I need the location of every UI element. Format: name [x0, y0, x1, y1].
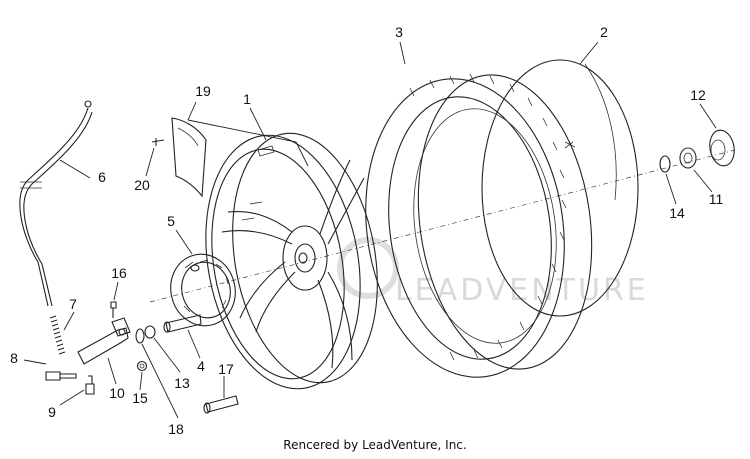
hub-cap: [709, 129, 735, 167]
watermark: LEADVENTURE: [337, 237, 649, 308]
callout-16: 16: [111, 265, 127, 281]
callout-17: 17: [218, 361, 234, 377]
return-spring: [49, 315, 66, 355]
callout-6: 6: [98, 169, 106, 185]
brake-cable: [19, 100, 93, 307]
callout-9: 9: [48, 404, 56, 420]
callout-2: 2: [600, 24, 608, 40]
axle-washer: [659, 155, 671, 173]
bolt-9: [85, 375, 95, 395]
callout-20: 20: [134, 177, 150, 193]
axle-centerline: [149, 149, 736, 303]
tire: [365, 73, 593, 378]
render-credit: Rencered by LeadVenture, Inc.: [283, 438, 467, 452]
callout-3: 3: [395, 24, 403, 40]
bolt-16: [110, 301, 117, 318]
wear-indicator: [135, 328, 145, 344]
watermark-text: LEADVENTURE: [395, 273, 649, 308]
cover-screw: [151, 138, 165, 146]
callout-15: 15: [132, 390, 148, 406]
inner-tube: [481, 59, 639, 317]
callout-1: 1: [243, 91, 251, 107]
callout-12: 12: [690, 87, 706, 103]
callout-7: 7: [69, 296, 77, 312]
callout-18: 18: [168, 421, 184, 437]
callout-11: 11: [709, 191, 724, 207]
nut-15: [136, 360, 148, 372]
callout-4: 4: [197, 358, 205, 374]
brake-arm: [77, 317, 131, 365]
wheel-rim: [205, 132, 378, 390]
washer-13: [144, 325, 156, 339]
callout-14: 14: [669, 205, 685, 221]
cover-plate: [171, 117, 207, 198]
callout-19: 19: [195, 83, 211, 99]
callout-labels: 1 2 3 4 5 6 7 8 9 10 11 12 13 14 15 16 1…: [10, 24, 723, 437]
pin-8: [45, 371, 77, 381]
callout-13: 13: [174, 375, 190, 391]
leader-lines: [23, 41, 717, 419]
callout-5: 5: [167, 213, 175, 229]
callout-10: 10: [109, 385, 125, 401]
axle-nut: [679, 147, 697, 169]
brake-shoe-assembly: [170, 253, 236, 327]
brake-cam-shaft: [163, 314, 202, 333]
axle-17: [203, 395, 239, 414]
callout-8: 8: [10, 350, 18, 366]
